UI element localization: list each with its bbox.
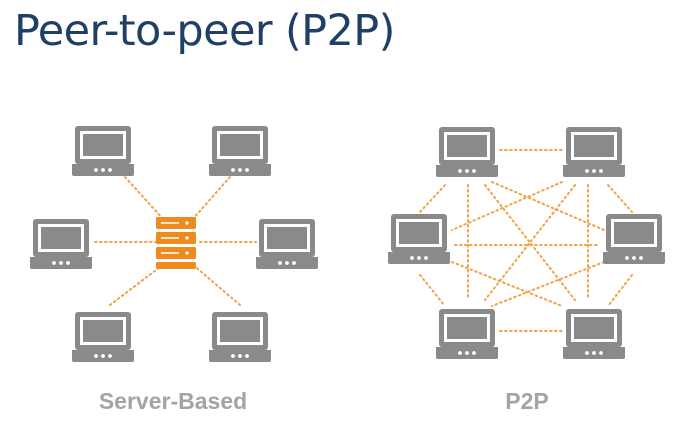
laptop-icon <box>256 219 318 269</box>
mesh-link <box>419 184 446 213</box>
mesh-link <box>607 274 633 307</box>
laptop-icon <box>436 127 498 177</box>
mesh-link <box>451 181 563 231</box>
mesh-link <box>419 274 446 307</box>
laptop-icon <box>30 219 92 269</box>
server-based-caption: Server-Based <box>98 388 248 414</box>
mesh-link <box>607 184 633 213</box>
page-title: Peer-to-peer (P2P) <box>14 6 395 56</box>
laptop-icon <box>72 312 134 362</box>
laptop-icon <box>436 309 498 359</box>
p2p-caption: P2P <box>505 388 549 414</box>
laptop-icon <box>209 126 271 176</box>
mesh-link <box>491 181 605 231</box>
star-link <box>124 176 165 221</box>
laptop-icon <box>72 126 134 176</box>
star-links <box>94 176 257 306</box>
star-link <box>109 263 165 306</box>
star-link <box>191 263 241 306</box>
star-link <box>191 176 231 221</box>
mesh-link <box>484 184 576 301</box>
laptop-icon <box>209 312 271 362</box>
mesh-links <box>419 149 633 332</box>
mesh-link <box>491 261 605 307</box>
laptop-icon <box>563 309 625 359</box>
laptop-icon <box>388 214 450 264</box>
laptop-icon <box>563 127 625 177</box>
server-icon <box>156 217 196 269</box>
laptop-icon <box>603 214 665 264</box>
mesh-link <box>451 261 563 307</box>
p2p-laptops <box>388 127 665 359</box>
